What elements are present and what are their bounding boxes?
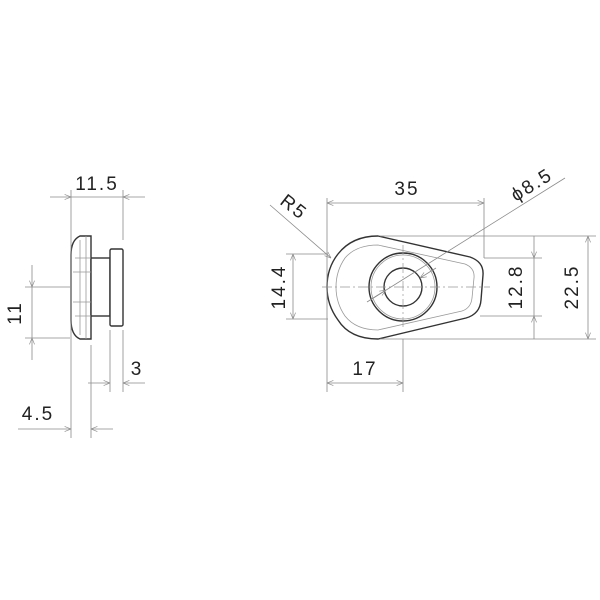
- dim-label-35: 35: [394, 179, 419, 200]
- dim-label-11: 11: [5, 301, 26, 325]
- dim-label-r5: R5: [276, 191, 311, 225]
- dim-label-4-5: 4.5: [22, 404, 54, 425]
- dim-flange-thickness: 4.5: [18, 345, 113, 438]
- dim-label-3: 3: [131, 359, 144, 380]
- dim-label-17: 17: [352, 359, 377, 380]
- dim-label-12-8: 12.8: [506, 265, 527, 310]
- dim-radius: R5: [269, 191, 331, 258]
- dim-length: 35: [326, 179, 485, 392]
- dim-label-diameter-8-5: ϕ8.5: [507, 164, 556, 206]
- dim-head-thickness: 3: [88, 330, 145, 392]
- dim-right-height: 12.8: [480, 236, 542, 339]
- front-view: 35 R5 ϕ8.5 14.4 12.8: [269, 164, 596, 392]
- dim-label-14-4: 14.4: [269, 265, 290, 310]
- side-view: 11.5 11 3 4.5: [5, 174, 145, 438]
- dim-label-11-5: 11.5: [75, 174, 119, 195]
- dim-label-22-5: 22.5: [562, 265, 583, 310]
- dim-center-offset: 17: [327, 339, 404, 392]
- dim-height: 11: [5, 265, 70, 360]
- dim-width-total: 11.5: [50, 174, 145, 438]
- dim-total-height: 22.5: [380, 235, 596, 340]
- front-view-part: [322, 235, 490, 340]
- side-view-part: [70, 235, 124, 340]
- dim-left-height: 14.4: [269, 253, 328, 320]
